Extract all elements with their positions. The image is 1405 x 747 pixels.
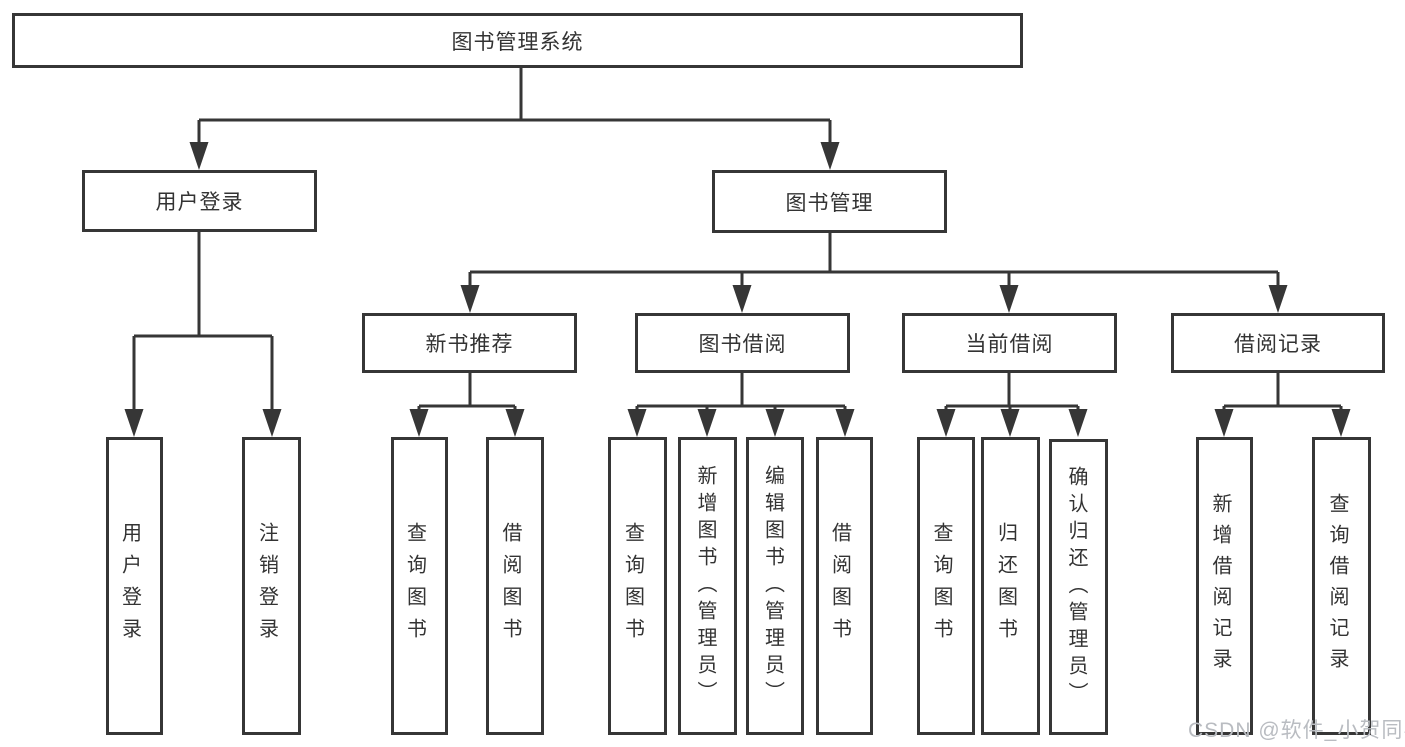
leaf-current-return-books: 归还图书 (981, 437, 1040, 735)
node-borrowing-records: 借阅记录 (1171, 313, 1385, 373)
node-current-borrowing: 当前借阅 (902, 313, 1117, 373)
leaf-records-query-borrow-record: 查询借阅记录 (1312, 437, 1371, 735)
node-user-login: 用户登录 (82, 170, 317, 232)
node-book-borrowing: 图书借阅 (635, 313, 850, 373)
arrowheads (124, 142, 1351, 437)
leaf-current-query-books: 查询图书 (917, 437, 975, 735)
node-library-management-system: 图书管理系统 (12, 13, 1023, 68)
leaf-records-add-borrow-record: 新增借阅记录 (1196, 437, 1253, 735)
leaf-rec-query-books: 查询图书 (391, 437, 448, 735)
leaf-rec-borrow-books: 借阅图书 (486, 437, 544, 735)
node-new-book-recommendation: 新书推荐 (362, 313, 577, 373)
leaf-borrow-add-books-admin: 新增图书（管理员） (678, 437, 737, 735)
leaf-borrow-query-books: 查询图书 (608, 437, 667, 735)
leaf-borrow-borrow-books: 借阅图书 (816, 437, 873, 735)
node-book-management: 图书管理 (712, 170, 947, 233)
leaf-current-confirm-return-admin: 确认归还（管理员） (1049, 439, 1108, 735)
leaf-logout: 注销登录 (242, 437, 301, 735)
leaf-borrow-edit-books-admin: 编辑图书（管理员） (746, 437, 804, 735)
leaf-user-login: 用户登录 (106, 437, 163, 735)
